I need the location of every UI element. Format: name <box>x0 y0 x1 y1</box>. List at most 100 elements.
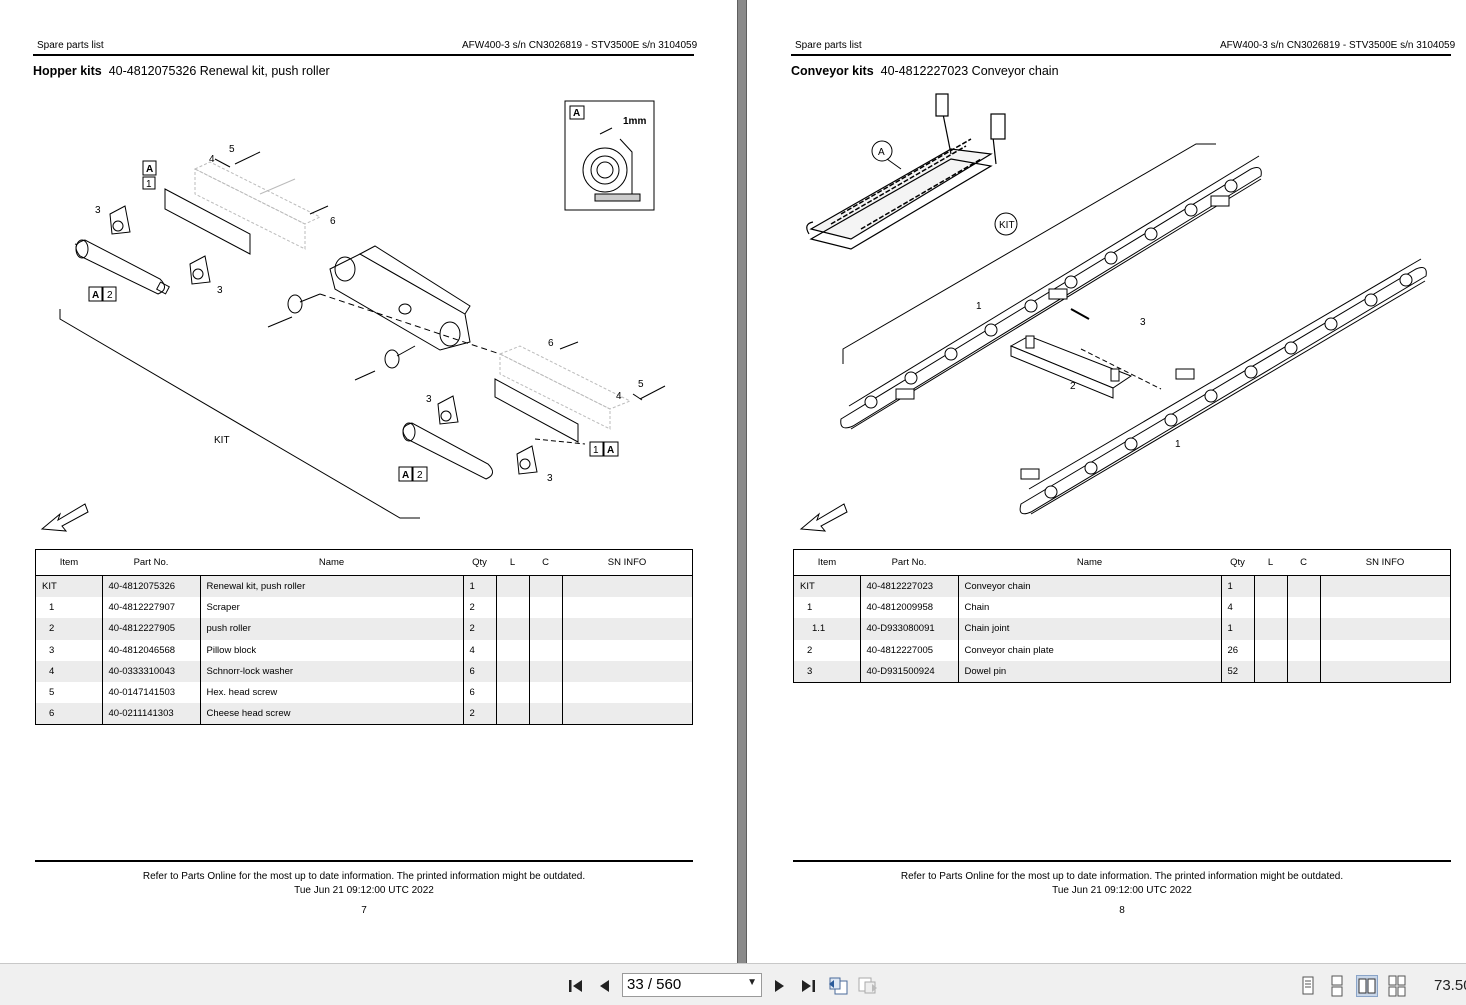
col-item: Item <box>793 549 860 576</box>
cell-qty: 1 <box>1220 575 1254 598</box>
cell-name: Chain joint <box>957 618 1221 640</box>
footer-rule <box>35 860 693 862</box>
continuous-view-icon[interactable] <box>1326 975 1348 997</box>
footer-rule <box>793 860 1451 862</box>
next-page-icon[interactable] <box>767 974 791 998</box>
svg-text:3: 3 <box>426 394 432 405</box>
svg-text:5: 5 <box>638 379 644 390</box>
two-page-continuous-view-icon[interactable] <box>1386 975 1408 997</box>
view-direction-arrow <box>799 503 848 532</box>
cell-item: 3 <box>49 644 55 656</box>
col-l: L <box>1254 549 1287 576</box>
cell-qty: 26 <box>1220 639 1254 661</box>
svg-text:6: 6 <box>548 338 554 349</box>
svg-text:3: 3 <box>95 205 101 216</box>
pillow-block-3d <box>516 445 538 475</box>
rocker-arm <box>329 245 471 351</box>
cell-name: Hex. head screw <box>199 681 463 704</box>
cell-part: 40-0333310043 <box>101 660 200 682</box>
cell-part: 40-0147141503 <box>101 681 200 704</box>
prev-page-icon[interactable] <box>593 974 617 998</box>
page-gutter <box>737 0 747 963</box>
cell-qty: 2 <box>462 618 496 640</box>
conveyor-chain-plate <box>1009 335 1133 399</box>
cell-part: 40-4812227005 <box>859 639 958 661</box>
kit-bracket <box>842 143 1216 364</box>
header-rule <box>791 54 1451 56</box>
footer-date: Tue Jun 21 09:12:00 UTC 2022 <box>1052 885 1192 896</box>
svg-text:1mm: 1mm <box>623 116 646 127</box>
cell-part: 40-4812227907 <box>101 597 200 619</box>
cell-qty: 6 <box>462 660 496 682</box>
kit-bracket <box>59 309 420 519</box>
two-page-view-icon[interactable] <box>1356 975 1378 997</box>
svg-text:KIT: KIT <box>214 435 230 446</box>
cell-item: 5 <box>49 687 55 699</box>
cell-part: 40-4812075326 <box>101 575 200 598</box>
forward-view-icon[interactable] <box>856 974 880 998</box>
page-number: 7 <box>361 905 367 916</box>
col-c: C <box>529 549 562 576</box>
svg-text:1: 1 <box>1175 439 1181 450</box>
push-roller-right <box>402 422 493 480</box>
pillow-block-3b <box>189 255 211 285</box>
col-name: Name <box>958 549 1221 576</box>
cell-name: Scraper <box>199 597 463 619</box>
col-part-no: Part No. <box>102 549 200 576</box>
zoom-level[interactable]: 73.50 <box>1434 977 1466 994</box>
col-name: Name <box>200 549 463 576</box>
single-page-view-icon[interactable] <box>1297 975 1319 997</box>
chevron-down-icon[interactable]: ▼ <box>747 977 757 988</box>
last-page-icon[interactable] <box>796 974 820 998</box>
page-number-input[interactable]: 33 / 560 ▼ <box>622 973 762 997</box>
cell-name: Conveyor chain plate <box>957 639 1221 661</box>
svg-text:2: 2 <box>1070 381 1076 392</box>
view-direction-arrow <box>40 503 89 532</box>
svg-text:A: A <box>607 445 614 456</box>
header-rule <box>33 54 694 56</box>
cell-qty: 52 <box>1220 660 1254 683</box>
svg-text:4: 4 <box>209 154 215 165</box>
header-machine-info: AFW400-3 s/n CN3026819 - STV3500E s/n 31… <box>1220 40 1456 51</box>
col-qty: Qty <box>463 549 496 576</box>
chain-lower <box>1019 258 1427 515</box>
cell-item: 1.1 <box>793 618 860 640</box>
cell-qty: 1 <box>1220 618 1254 640</box>
svg-text:2: 2 <box>107 290 113 301</box>
cell-part: 40-4812009958 <box>859 597 958 619</box>
svg-text:3: 3 <box>1140 317 1146 328</box>
cell-name: push roller <box>199 618 463 640</box>
cell-name: Schnorr-lock washer <box>199 660 463 682</box>
conveyor-overview <box>806 93 1006 250</box>
col-part-no: Part No. <box>860 549 958 576</box>
dowel-pin <box>1070 308 1090 320</box>
col-sn-info: SN INFO <box>1320 549 1451 576</box>
cell-part: 40-4812227905 <box>101 618 200 640</box>
first-page-icon[interactable] <box>564 974 588 998</box>
header-doc-type: Spare parts list <box>795 40 862 51</box>
cell-qty: 2 <box>462 703 496 725</box>
cell-name: Renewal kit, push roller <box>199 575 463 598</box>
back-view-icon[interactable] <box>826 974 850 998</box>
col-item: Item <box>35 549 102 576</box>
svg-text:1: 1 <box>593 445 599 456</box>
header-doc-type: Spare parts list <box>37 40 104 51</box>
cell-item: 3 <box>793 660 860 683</box>
cell-part: 40-D931500924 <box>859 660 958 683</box>
col-l: L <box>496 549 529 576</box>
cell-part: 40-D933080091 <box>859 618 958 640</box>
col-sn-info: SN INFO <box>562 549 693 576</box>
cell-part: 40-4812227023 <box>859 575 958 598</box>
section-kit-title: 40-4812075326 Renewal kit, push roller <box>108 64 330 78</box>
cell-name: Pillow block <box>199 639 463 661</box>
svg-text:6: 6 <box>330 216 336 227</box>
section-title: Hopper kits 40-4812075326 Renewal kit, p… <box>33 64 330 78</box>
pdf-page-right: Spare parts list AFW400-3 s/n CN3026819 … <box>747 0 1466 963</box>
